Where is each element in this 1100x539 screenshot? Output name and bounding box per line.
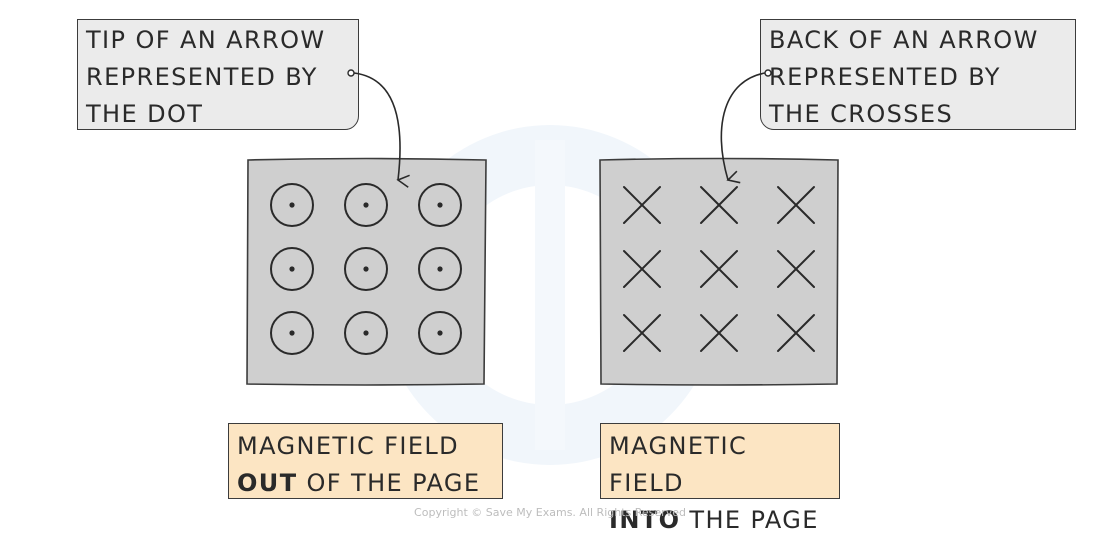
field-into-cross [700, 250, 738, 288]
caption-bold-word: OUT [237, 469, 298, 497]
field-into-cross [623, 250, 661, 288]
field-out-symbol [270, 183, 314, 227]
field-diagram [246, 69, 839, 386]
field-into-cross [777, 186, 815, 224]
field-out-dot [363, 202, 369, 208]
copyright-footer: Copyright © Save My Exams. All Rights Re… [414, 506, 686, 519]
field-out-dot [437, 202, 443, 208]
field-out-dot [289, 202, 295, 208]
field-into-cross [623, 314, 661, 352]
field-out-dot [289, 330, 295, 336]
caption-field-out-of-page: MAGNETIC FIELD OUT OF THE PAGE [228, 423, 503, 499]
field-out-dot [363, 330, 369, 336]
field-into-cross [777, 250, 815, 288]
pointer-arrow-left [353, 72, 410, 188]
caption-line1: MAGNETIC FIELD [609, 432, 748, 497]
field-out-symbol [344, 247, 388, 291]
pointer-arrow-right [720, 72, 766, 184]
caption-rest: OF THE PAGE [297, 469, 481, 497]
field-into-cross [700, 186, 738, 224]
pointer-dot-right [764, 69, 772, 77]
caption-line2: OUT OF THE PAGE [237, 465, 494, 502]
panel-into-page [599, 157, 839, 386]
field-out-symbol [344, 311, 388, 355]
panel-out-of-page [246, 157, 487, 386]
field-out-dot [437, 266, 443, 272]
field-out-symbol [418, 183, 462, 227]
field-out-symbol [270, 311, 314, 355]
caption-field-into-page: MAGNETIC FIELD INTO THE PAGE [600, 423, 840, 534]
field-out-dot [437, 330, 443, 336]
field-out-symbol [418, 311, 462, 355]
field-into-cross [623, 186, 661, 224]
field-out-symbol [344, 183, 388, 227]
field-out-dot [289, 266, 295, 272]
pointer-dot-left [347, 69, 355, 77]
callout-tip-of-arrow: TIP OF AN ARROW REPRESENTED BY THE DOT [77, 19, 359, 130]
field-into-cross [700, 314, 738, 352]
field-into-cross [777, 314, 815, 352]
field-out-symbol [418, 247, 462, 291]
field-out-dot [363, 266, 369, 272]
field-out-symbol [270, 247, 314, 291]
caption-line1: MAGNETIC FIELD [237, 432, 460, 460]
